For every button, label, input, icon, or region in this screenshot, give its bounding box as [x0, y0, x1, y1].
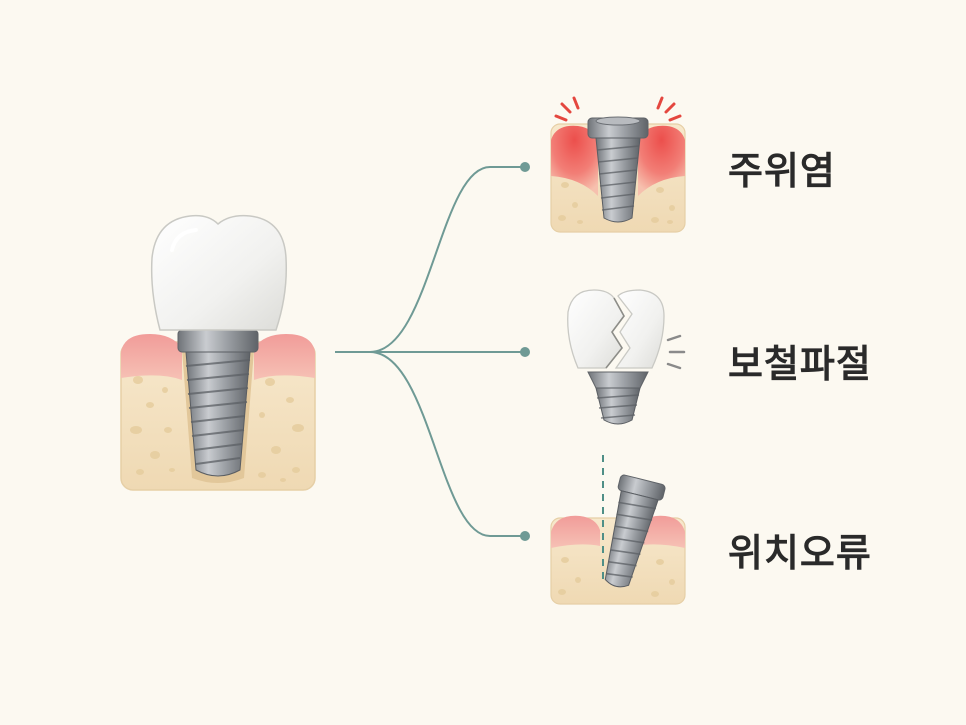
label-malposition: 위치오류 [728, 531, 872, 575]
impact-lines-icon [666, 334, 686, 370]
label-peri-implantitis: 주위염 [728, 149, 836, 193]
implant-malposition-icon [550, 455, 686, 605]
connector-dots [520, 162, 530, 541]
peri-implantitis-icon [550, 96, 686, 233]
label-prosthesis-fracture: 보철파절 [728, 342, 872, 386]
prosthesis-fracture-icon [567, 289, 686, 425]
dental-implant-icon [120, 214, 316, 491]
connector-lines [335, 166, 524, 537]
alert-rays-icon [554, 96, 682, 122]
